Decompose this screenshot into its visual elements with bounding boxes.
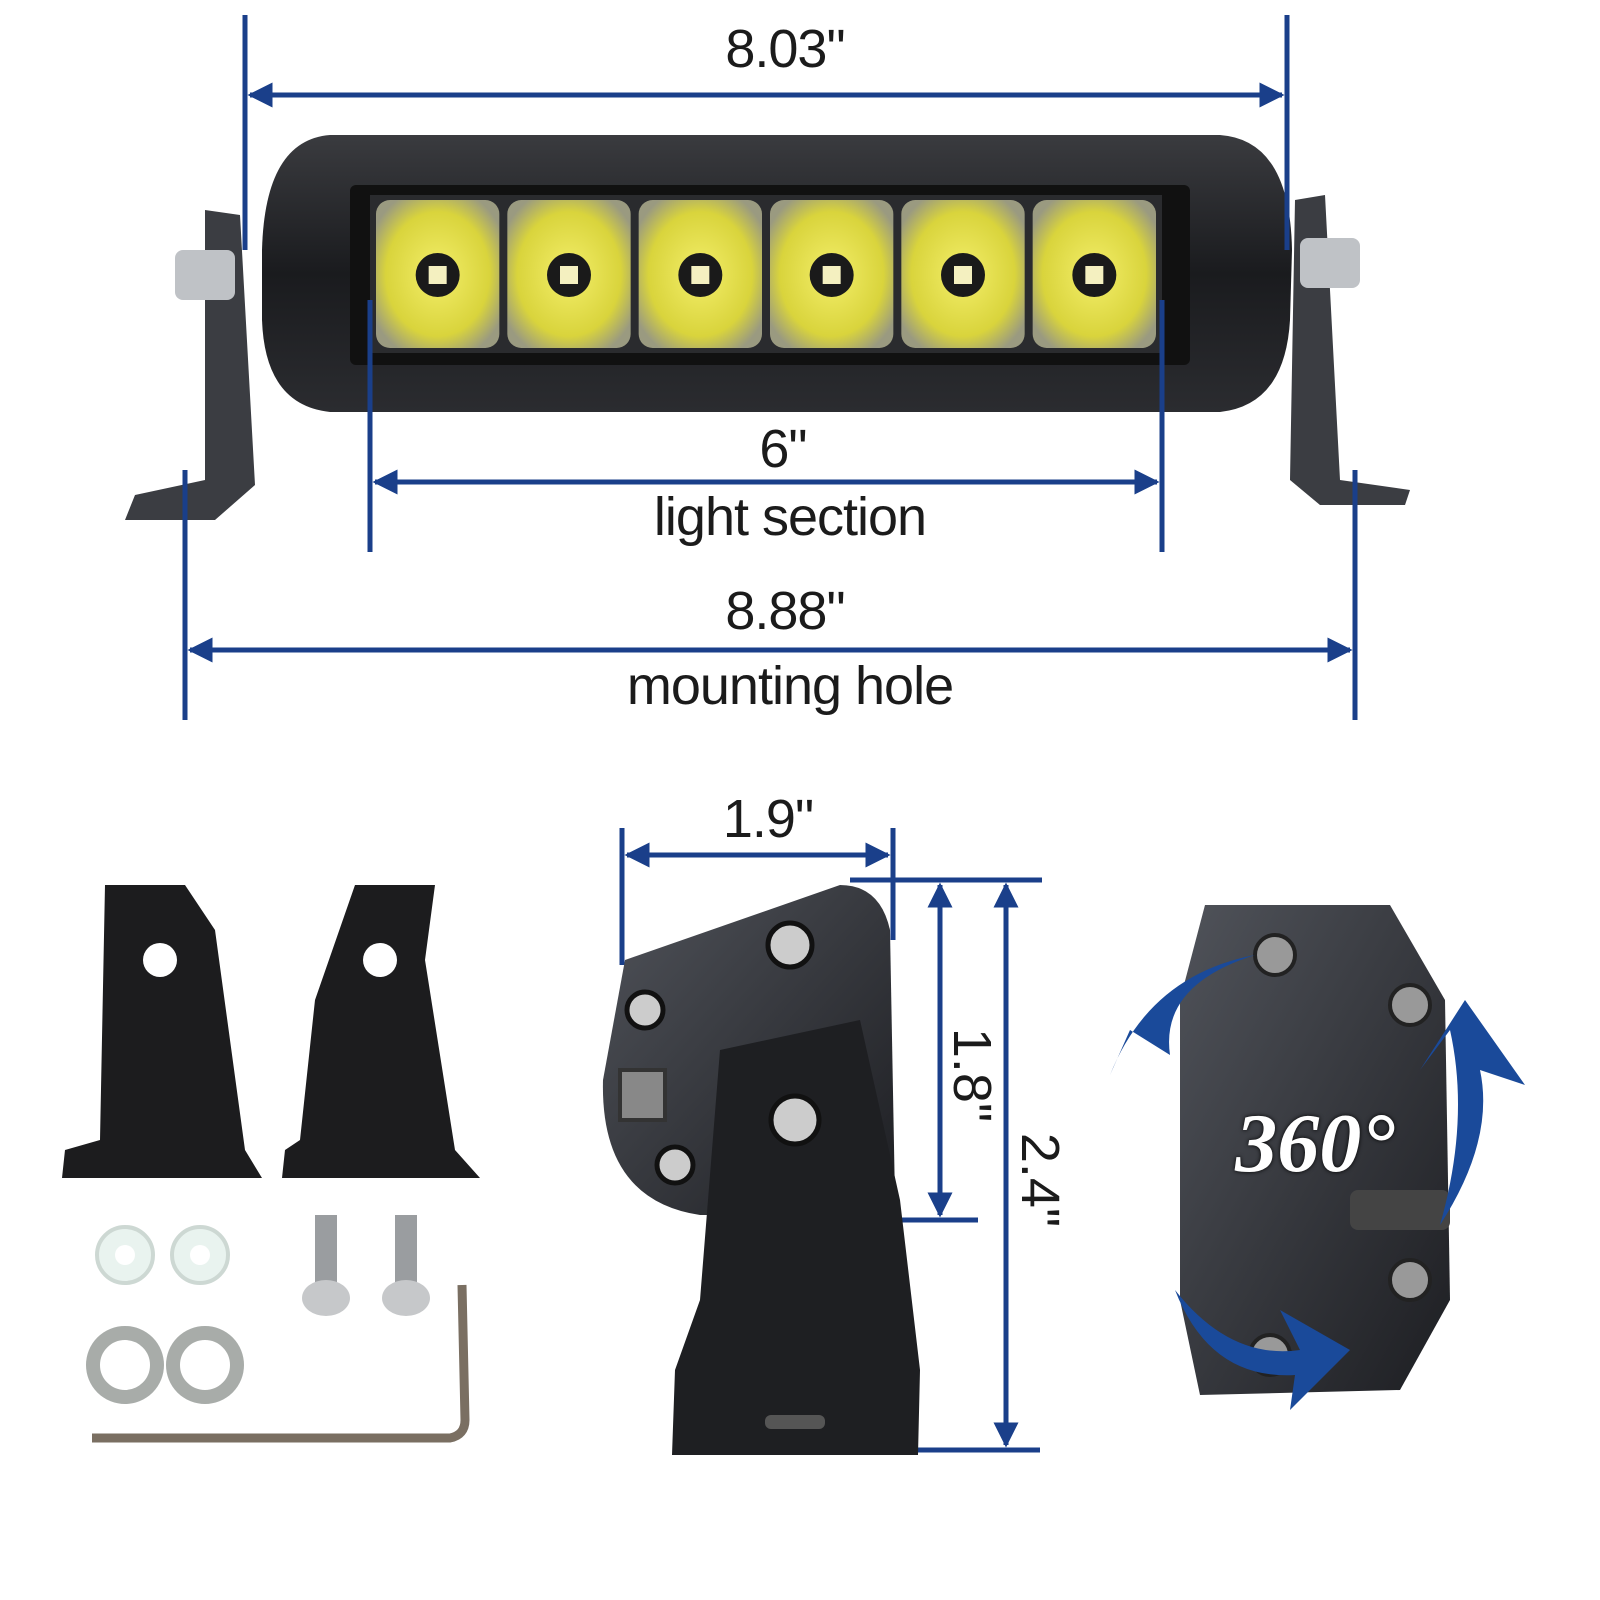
light-bar bbox=[262, 135, 1292, 412]
light-section-caption: light section bbox=[653, 487, 927, 547]
led-emitter bbox=[560, 266, 578, 284]
led-emitter bbox=[691, 266, 710, 284]
screw bbox=[395, 1215, 417, 1285]
metal-washer bbox=[166, 1326, 244, 1404]
screw bbox=[315, 1215, 337, 1285]
metal-washer bbox=[86, 1326, 164, 1404]
side-view-light bbox=[602, 885, 920, 1455]
light-section-length-label: 6" bbox=[759, 419, 807, 479]
total-height-label: 2.4" bbox=[1010, 1132, 1070, 1228]
dimension-lines bbox=[182, 15, 1358, 1453]
led-array bbox=[376, 200, 1156, 348]
depth-label: 1.9" bbox=[722, 789, 814, 849]
hex-key bbox=[92, 1284, 470, 1443]
rotation-arrows-icon bbox=[1110, 955, 1525, 1410]
led-emitter bbox=[822, 266, 841, 284]
led-emitter bbox=[1085, 266, 1104, 284]
led-emitter bbox=[428, 266, 447, 284]
accessory-bracket-left bbox=[62, 885, 262, 1178]
left-mount-bracket bbox=[125, 210, 255, 520]
overall-length-label: 8.03" bbox=[725, 19, 845, 79]
led-emitter bbox=[954, 266, 972, 284]
mounting-hole-length-label: 8.88" bbox=[725, 581, 845, 641]
accessory-bracket-right bbox=[282, 885, 480, 1178]
right-mount-bracket bbox=[1290, 195, 1410, 505]
body-height-label: 1.8" bbox=[942, 1027, 1002, 1123]
rotation-view bbox=[1110, 905, 1525, 1410]
accessory-kit bbox=[62, 885, 480, 1443]
mounting-hole-caption: mounting hole bbox=[626, 656, 954, 716]
rotation-label: 360° bbox=[1235, 1097, 1395, 1190]
